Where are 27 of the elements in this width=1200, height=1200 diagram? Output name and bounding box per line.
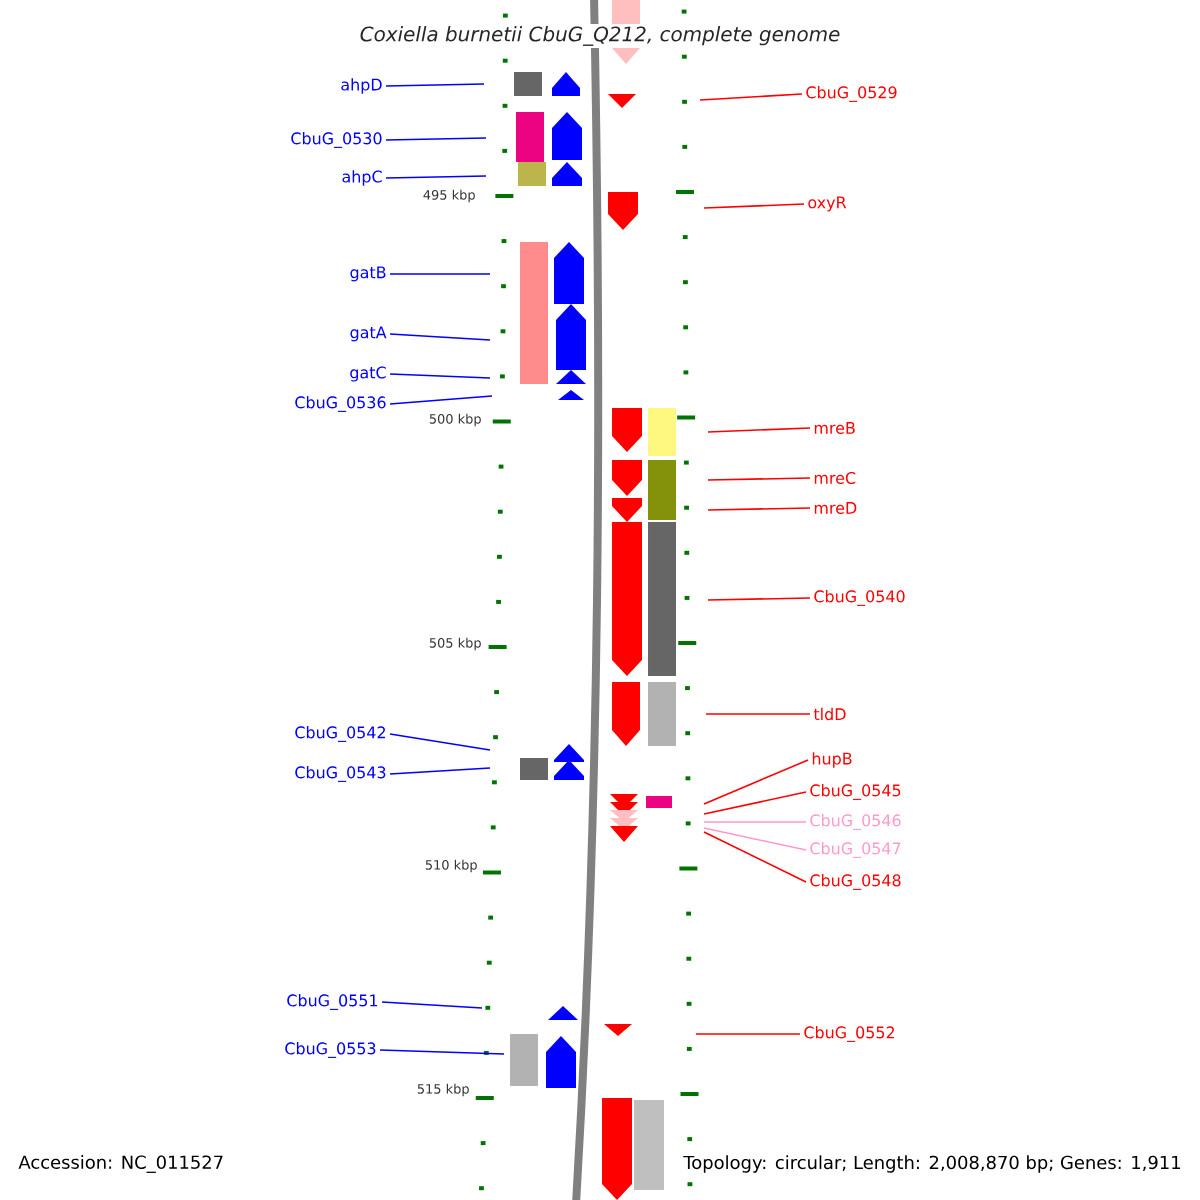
leader-line xyxy=(379,1049,505,1055)
accession-label: Accession: NC_011527 xyxy=(18,1155,223,1173)
leader-line xyxy=(385,83,485,87)
leader-line xyxy=(389,333,491,341)
leader-line xyxy=(703,759,809,805)
leader-line xyxy=(707,477,811,481)
leader-line xyxy=(703,831,807,883)
leader-line xyxy=(705,713,811,715)
leader-line xyxy=(707,507,811,511)
leader-line xyxy=(707,597,811,601)
leader-line xyxy=(703,821,807,823)
leader-line xyxy=(389,373,491,379)
leader-line xyxy=(389,733,491,751)
leader-line xyxy=(703,791,807,815)
leader-line xyxy=(385,175,487,179)
leader-line xyxy=(699,93,803,101)
leader-line xyxy=(707,427,811,433)
leader-line xyxy=(385,137,487,141)
leader-line xyxy=(703,203,805,209)
leader-line xyxy=(389,395,493,405)
leader-line xyxy=(389,767,491,775)
genome-info-label: Topology: circular; Length: 2,008,870 bp; Genes: 1,911 xyxy=(683,1155,1180,1173)
title: Coxiella burnetii CbuG_Q212, complete genome xyxy=(357,24,843,48)
leader-line xyxy=(389,273,491,275)
leader-line xyxy=(703,827,807,851)
leader-line xyxy=(381,1001,483,1009)
leader-line xyxy=(695,1033,801,1035)
